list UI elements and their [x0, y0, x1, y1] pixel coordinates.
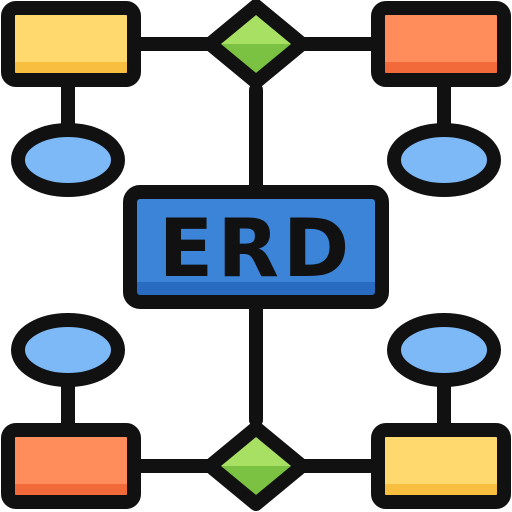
entity-top-right: [371, 1, 511, 87]
center-erd-box: ERD: [123, 185, 389, 309]
relationship-diamond-top: [203, 0, 309, 89]
relationship-diamond-bottom: [203, 421, 309, 511]
entity-bottom-right: [371, 423, 511, 509]
erd-label: ERD: [159, 202, 354, 295]
attribute-ellipse-top-left: [11, 123, 125, 197]
connector-lines: [61, 37, 451, 473]
attribute-ellipse-top-right: [387, 123, 501, 197]
entity-top-left: [1, 1, 141, 87]
entity-bottom-left: [1, 423, 141, 509]
attribute-ellipse-bottom-left: [11, 313, 125, 387]
attribute-ellipse-bottom-right: [387, 313, 501, 387]
